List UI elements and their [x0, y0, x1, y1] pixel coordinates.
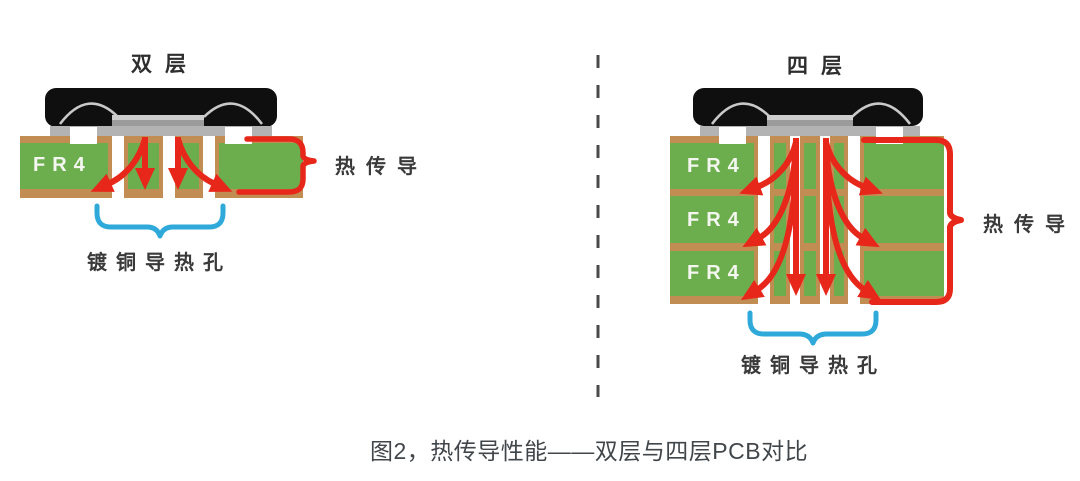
chip-package: [45, 88, 277, 144]
heat-conduction-brace: [861, 137, 964, 305]
standoff-pad: [70, 127, 97, 144]
bond-wire: [851, 102, 912, 125]
left-diagram-title: 双层: [131, 53, 199, 76]
fr4-core-2: [670, 196, 944, 243]
bond-wire: [203, 102, 264, 125]
chip-body: [693, 88, 923, 126]
thermal-vias-brace: [747, 310, 879, 346]
four-layer-pcb-diagram: [670, 88, 964, 346]
package-substrate: [700, 126, 920, 136]
fr4-label: FR4: [687, 209, 746, 231]
chip-package: [693, 88, 923, 144]
copper-layer-2: [670, 189, 944, 196]
fr4-label: FR4: [33, 154, 92, 176]
fr4-core-3: [670, 251, 944, 296]
bond-wire: [58, 102, 119, 125]
heat-conduction-label: 热传导: [983, 214, 1076, 236]
die-pad: [112, 120, 204, 128]
thermal-vias-brace: [94, 203, 226, 239]
thermal-vias: [108, 136, 219, 198]
copper-layer-4: [670, 296, 944, 304]
die-pad-highlight: [112, 115, 204, 120]
copper-layer-3: [670, 243, 944, 251]
thermal-vias-label: 镀铜导热孔: [741, 355, 886, 377]
heat-flow-arrows: [739, 138, 883, 301]
standoff-pad: [719, 127, 746, 144]
two-layer-pcb-diagram: [20, 88, 317, 239]
bond-wire: [710, 102, 771, 125]
heat-flow-arrows: [90, 137, 233, 192]
figure-caption: 图2，热传导性能——双层与四层PCB对比: [370, 438, 809, 464]
heat-conduction-label: 热传导: [335, 156, 428, 178]
fr4-core-1: [670, 143, 944, 189]
thermal-vias-label: 镀铜导热孔: [87, 252, 232, 274]
chip-body: [45, 88, 277, 127]
right-diagram-title: 四层: [787, 55, 855, 78]
heat-conduction-brace: [236, 136, 317, 195]
fr4-label: FR4: [687, 155, 746, 177]
die-pad: [767, 120, 853, 128]
fr4-label: FR4: [687, 262, 746, 284]
package-substrate: [50, 126, 272, 136]
copper-layer-1: [670, 136, 944, 143]
die-pad-highlight: [767, 115, 853, 120]
